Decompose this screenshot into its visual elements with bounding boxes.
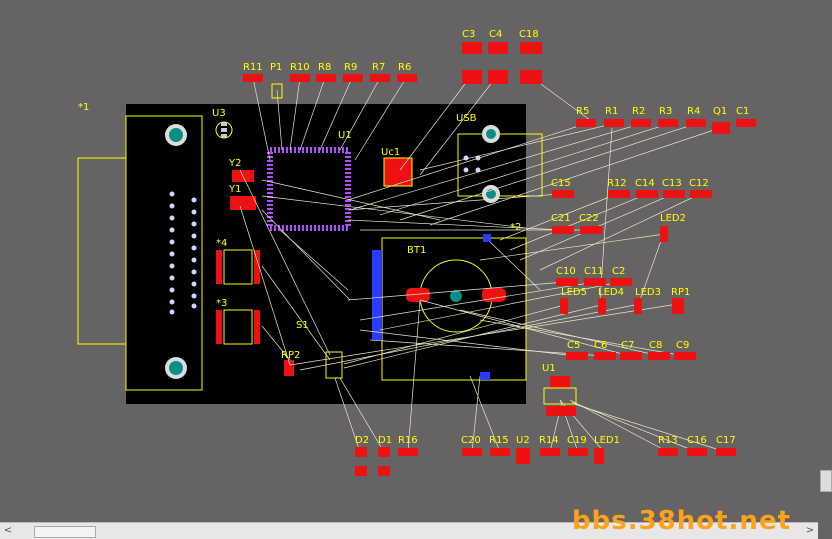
label-rp1: RP1 [671,287,690,298]
label-c19: C19 [567,435,587,446]
label-d1: D1 [378,435,392,446]
label-mark3: *3 [216,298,227,309]
label-mark2: *2 [510,222,521,233]
rp2-pads [284,360,294,376]
label-r8: R8 [318,62,331,73]
label-r2: R2 [632,106,645,117]
label-led3: LED3 [635,287,661,298]
uc1-chip [383,157,413,187]
label-led2: LED2 [660,213,686,224]
label-c18: C18 [519,29,539,40]
label-r5: R5 [576,106,589,117]
u1-regulator-outline [543,387,577,405]
label-r6: R6 [398,62,411,73]
label-r16: R16 [398,435,418,446]
component-pads [243,42,756,476]
label-r10: R10 [290,62,310,73]
label-c22: C22 [579,213,599,224]
label-mark1: *1 [78,102,89,113]
label-u1: U1 [542,363,556,374]
label-c3: C3 [462,29,475,40]
ic-3-outline [223,309,253,345]
label-y2: Y2 [228,158,241,169]
label-c17: C17 [716,435,736,446]
ic-4-outline [223,249,253,285]
label-c14: C14 [635,178,655,189]
label-mark4: *4 [216,238,227,249]
label-c5: C5 [567,340,580,351]
vertical-scrollbar[interactable] [818,0,832,522]
watermark-text: bbs.38hot.net [572,506,792,536]
pcb-layout[interactable]: U1 [0,0,818,522]
vertical-scroll-thumb[interactable] [820,470,832,492]
db9-connector-shell [77,157,127,345]
label-c7: C7 [621,340,634,351]
label-c20: C20 [461,435,481,446]
label-led4: LED4 [598,287,624,298]
label-d2: D2 [355,435,369,446]
label-p1: P1 [270,62,282,73]
label-c2: C2 [612,266,625,277]
label-bt1: BT1 [407,245,426,256]
ratsnest [239,75,727,453]
label-led1: LED1 [594,435,620,446]
scroll-right-arrow[interactable]: > [805,525,815,536]
p1-connector [271,83,283,99]
label-r15: R15 [489,435,509,446]
db9-pins [169,191,197,315]
label-u3: U3 [212,108,226,119]
label-r4: R4 [687,106,700,117]
label-u2: U2 [516,435,530,446]
y1-pads [230,196,256,210]
label-q1: Q1 [713,106,727,117]
label-y1: Y1 [228,184,241,195]
label-c16: C16 [687,435,707,446]
label-c6: C6 [594,340,607,351]
label-c13: C13 [662,178,682,189]
label-s1: S1 [296,320,309,331]
qfp-chip-u1 [267,147,351,231]
scroll-left-arrow[interactable]: < [3,525,13,536]
u1-chip-label: U1 [338,130,352,141]
label-r12: R12 [607,178,627,189]
label-r14: R14 [539,435,559,446]
label-led5: LED5 [561,287,587,298]
label-r7: R7 [372,62,385,73]
label-uc1: Uc1 [381,147,400,158]
horizontal-scroll-thumb[interactable] [34,526,96,538]
label-c10: C10 [556,266,576,277]
label-usb: USB [456,113,477,124]
label-c8: C8 [649,340,662,351]
bt1-pin-strip [372,250,382,340]
label-r3: R3 [659,106,672,117]
label-c15: C15 [551,178,571,189]
label-r11: R11 [243,62,263,73]
label-c1: C1 [736,106,749,117]
label-r9: R9 [344,62,357,73]
horizontal-scrollbar[interactable]: < > [0,522,818,539]
label-c11: C11 [584,266,604,277]
label-r1: R1 [605,106,618,117]
label-rp2: RP2 [281,350,300,361]
label-c12: C12 [689,178,709,189]
label-c4: C4 [489,29,502,40]
label-r13: R13 [658,435,678,446]
label-c9: C9 [676,340,689,351]
label-c21: C21 [551,213,571,224]
